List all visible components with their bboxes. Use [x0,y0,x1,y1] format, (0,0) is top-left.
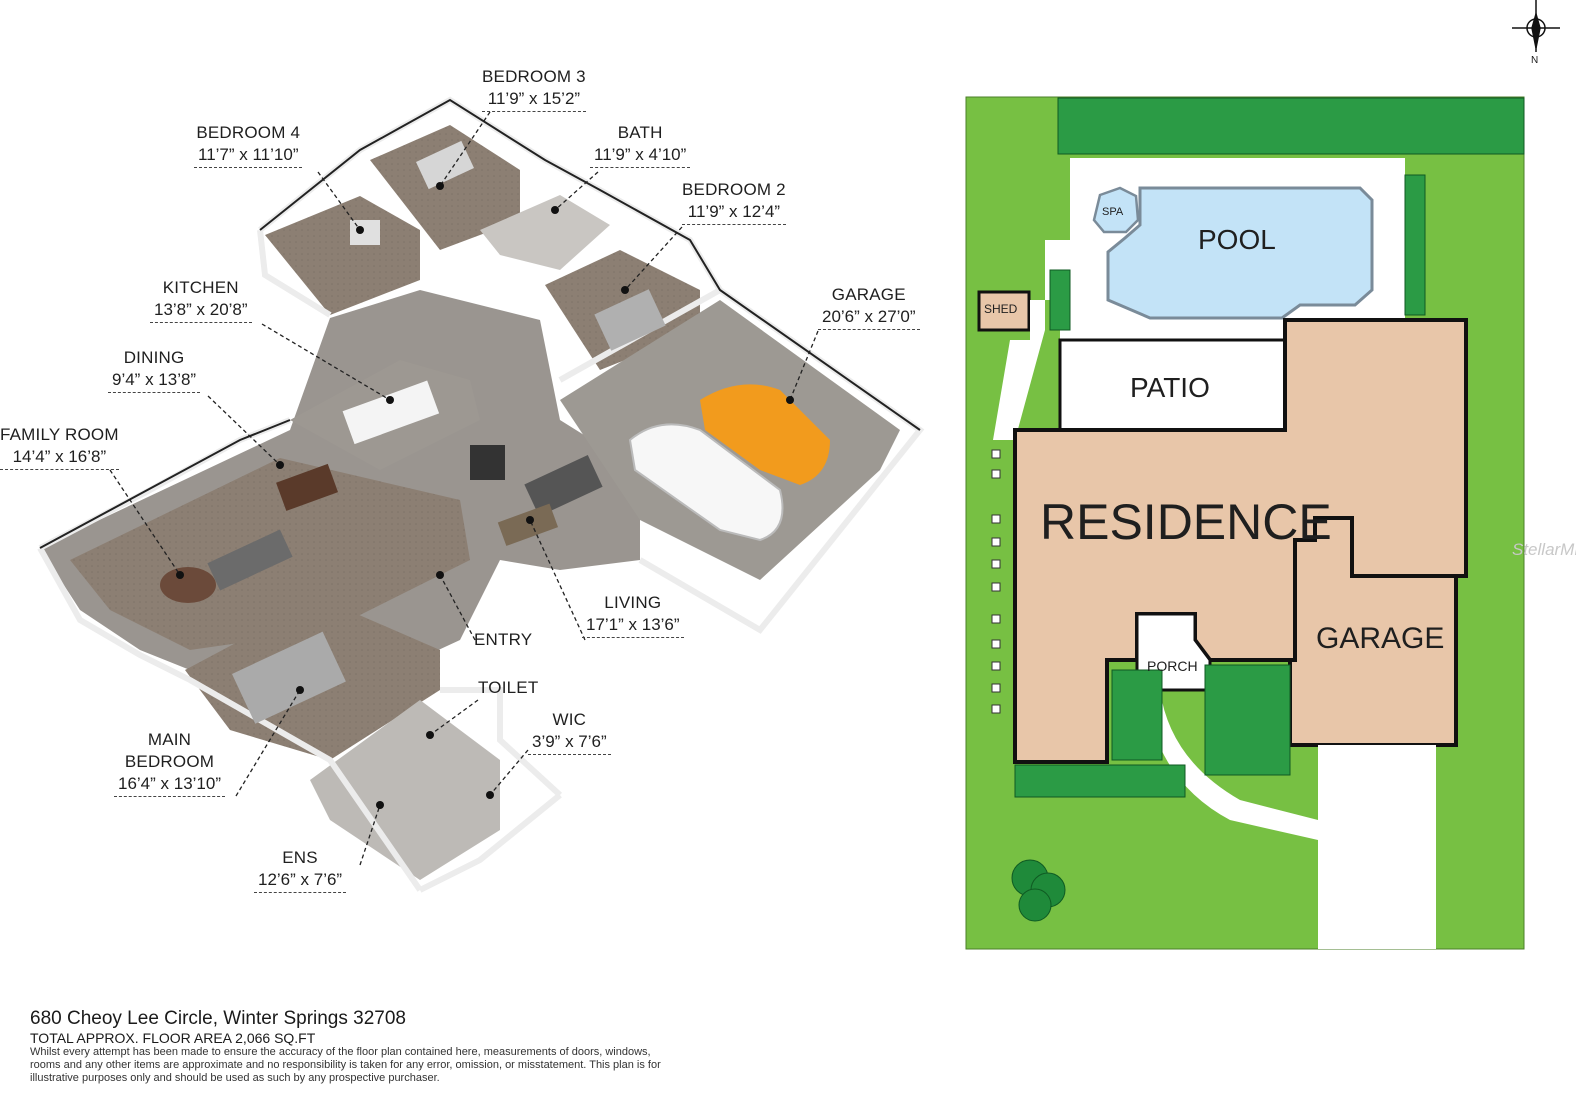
floor-plan-3d [37,96,925,893]
label-main-bedroom: MAIN BEDROOM 16’4” x 13’10” [114,729,226,797]
label-entry: ENTRY [474,630,533,649]
label-toilet: TOILET [478,678,539,697]
address: 680 Cheoy Lee Circle, Winter Springs 327… [30,1008,406,1029]
label-residence: RESIDENCE [1040,494,1332,550]
disclaimer: Whilst every attempt has been made to en… [30,1046,661,1084]
label-porch: PORCH [1147,658,1198,674]
room-dots [176,182,794,809]
label-pool: POOL [1198,224,1276,255]
leader-lines [109,111,819,866]
front-path [1145,690,1318,840]
label-spa: SPA [1102,206,1124,218]
driveway [1318,745,1436,949]
compass-icon [1512,0,1560,52]
watermark: StellarMLS [1512,540,1576,559]
wall-top-edges [39,98,921,549]
compass-label: N [1531,55,1539,66]
stepping-stones [991,449,1001,714]
label-garage-site: GARAGE [1316,622,1445,655]
total-area: TOTAL APPROX. FLOOR AREA 2,066 SQ.FT [30,1030,316,1046]
furniture [160,140,830,724]
label-shed: SHED [984,302,1018,316]
label-patio: PATIO [1130,372,1210,403]
hedge-top [1057,97,1525,155]
porch [1135,612,1212,692]
side-walkway [993,300,1045,440]
plan-footer: 680 Cheoy Lee Circle, Winter Springs 327… [30,1008,670,1085]
